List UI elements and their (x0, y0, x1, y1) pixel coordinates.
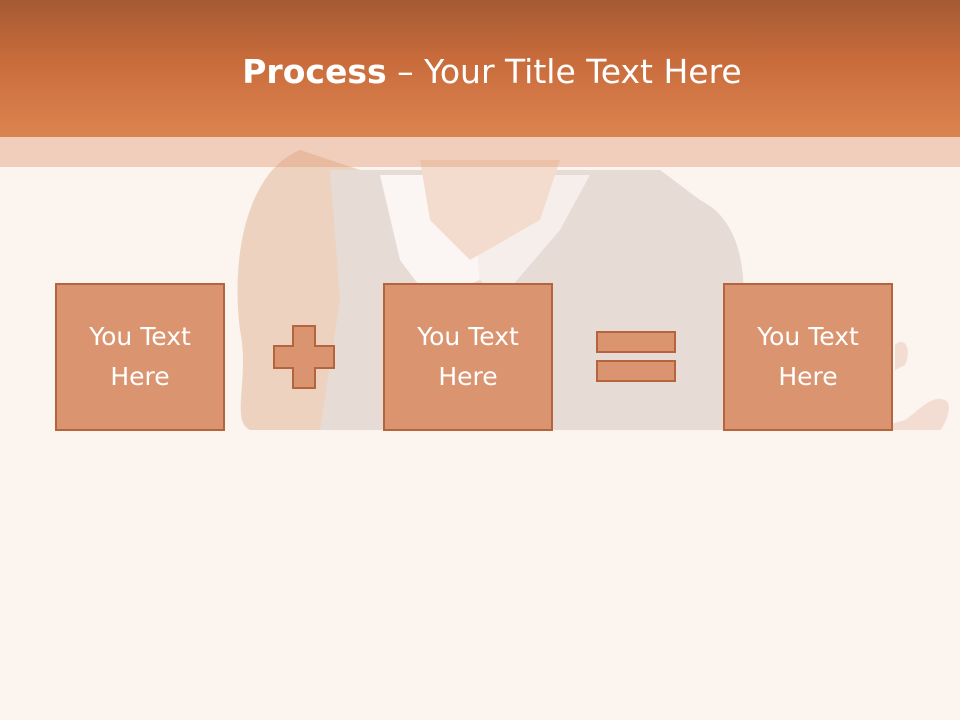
title-band (0, 137, 960, 167)
title-bold: Process (242, 52, 387, 91)
process-box-2-text: You Text Here (417, 322, 519, 391)
plus-icon (273, 325, 335, 389)
white-board (0, 430, 960, 720)
title-rest: – Your Title Text Here (386, 52, 742, 91)
equals-icon (596, 331, 676, 382)
process-box-2: You Text Here (383, 283, 553, 431)
process-box-3-text: You Text Here (757, 322, 859, 391)
process-box-1-text: You Text Here (89, 322, 191, 391)
process-box-3: You Text Here (723, 283, 893, 431)
process-box-1: You Text Here (55, 283, 225, 431)
slide-title: Process – Your Title Text Here (0, 52, 960, 91)
title-bar (0, 0, 960, 137)
